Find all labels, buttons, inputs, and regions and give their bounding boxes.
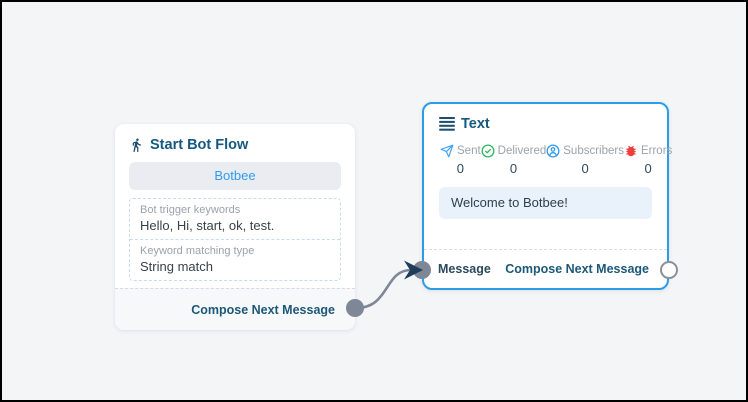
stat-label: Errors [640,145,673,157]
text-node-header: Text [439,116,652,132]
stat-errors: Errors 0 [624,144,672,176]
stat-value: 0 [581,161,589,176]
text-node-title: Text [461,116,490,132]
text-node-input-port[interactable] [413,261,431,279]
compose-next-message-label: Compose Next Message [191,302,335,317]
stats-row: Sent 0 Delivered 0 [439,144,672,176]
menu-lines-icon [439,117,455,131]
start-node-output-port[interactable] [346,299,364,317]
text-node-footer: Message Compose Next Message [424,249,667,288]
errors-bug-icon [624,144,638,158]
walking-person-icon [129,137,144,153]
field-trigger-keywords: Bot trigger keywords Hello, Hi, start, o… [130,199,340,239]
stat-value: 0 [456,161,464,176]
stat-label: Sent [457,145,481,157]
stat-value: 0 [509,161,518,176]
start-node-footer: Compose Next Message [115,288,355,330]
stat-sent: Sent 0 [440,144,481,176]
bot-name-button[interactable]: Botbee [129,162,341,190]
message-input-label: Message [438,262,491,276]
stat-value: 0 [644,161,652,176]
message-preview: Welcome to Botbee! [439,187,652,219]
stat-delivered: Delivered 0 [481,144,547,176]
text-node-output-port[interactable] [660,261,678,279]
field-label: Keyword matching type [140,245,255,257]
start-bot-flow-node[interactable]: Start Bot Flow Botbee Bot trigger keywor… [115,124,364,330]
compose-next-message-label: Compose Next Message [505,262,649,276]
text-node[interactable]: Text Sent 0 [413,102,678,290]
field-label: Bot trigger keywords [140,204,241,216]
trigger-fields-box: Bot trigger keywords Hello, Hi, start, o… [129,198,341,281]
field-value: String match [140,259,213,274]
field-matching-type: Keyword matching type String match [130,239,340,280]
stat-label: Delivered [497,145,547,157]
delivered-check-icon [481,144,495,158]
subscribers-icon [546,144,560,158]
start-node-header: Start Bot Flow [129,137,341,153]
stat-subscribers: Subscribers 0 [546,144,624,176]
stat-label: Subscribers [563,145,624,157]
start-node-title: Start Bot Flow [150,137,249,153]
field-value: Hello, Hi, start, ok, test. [140,218,275,233]
send-icon [440,144,454,158]
